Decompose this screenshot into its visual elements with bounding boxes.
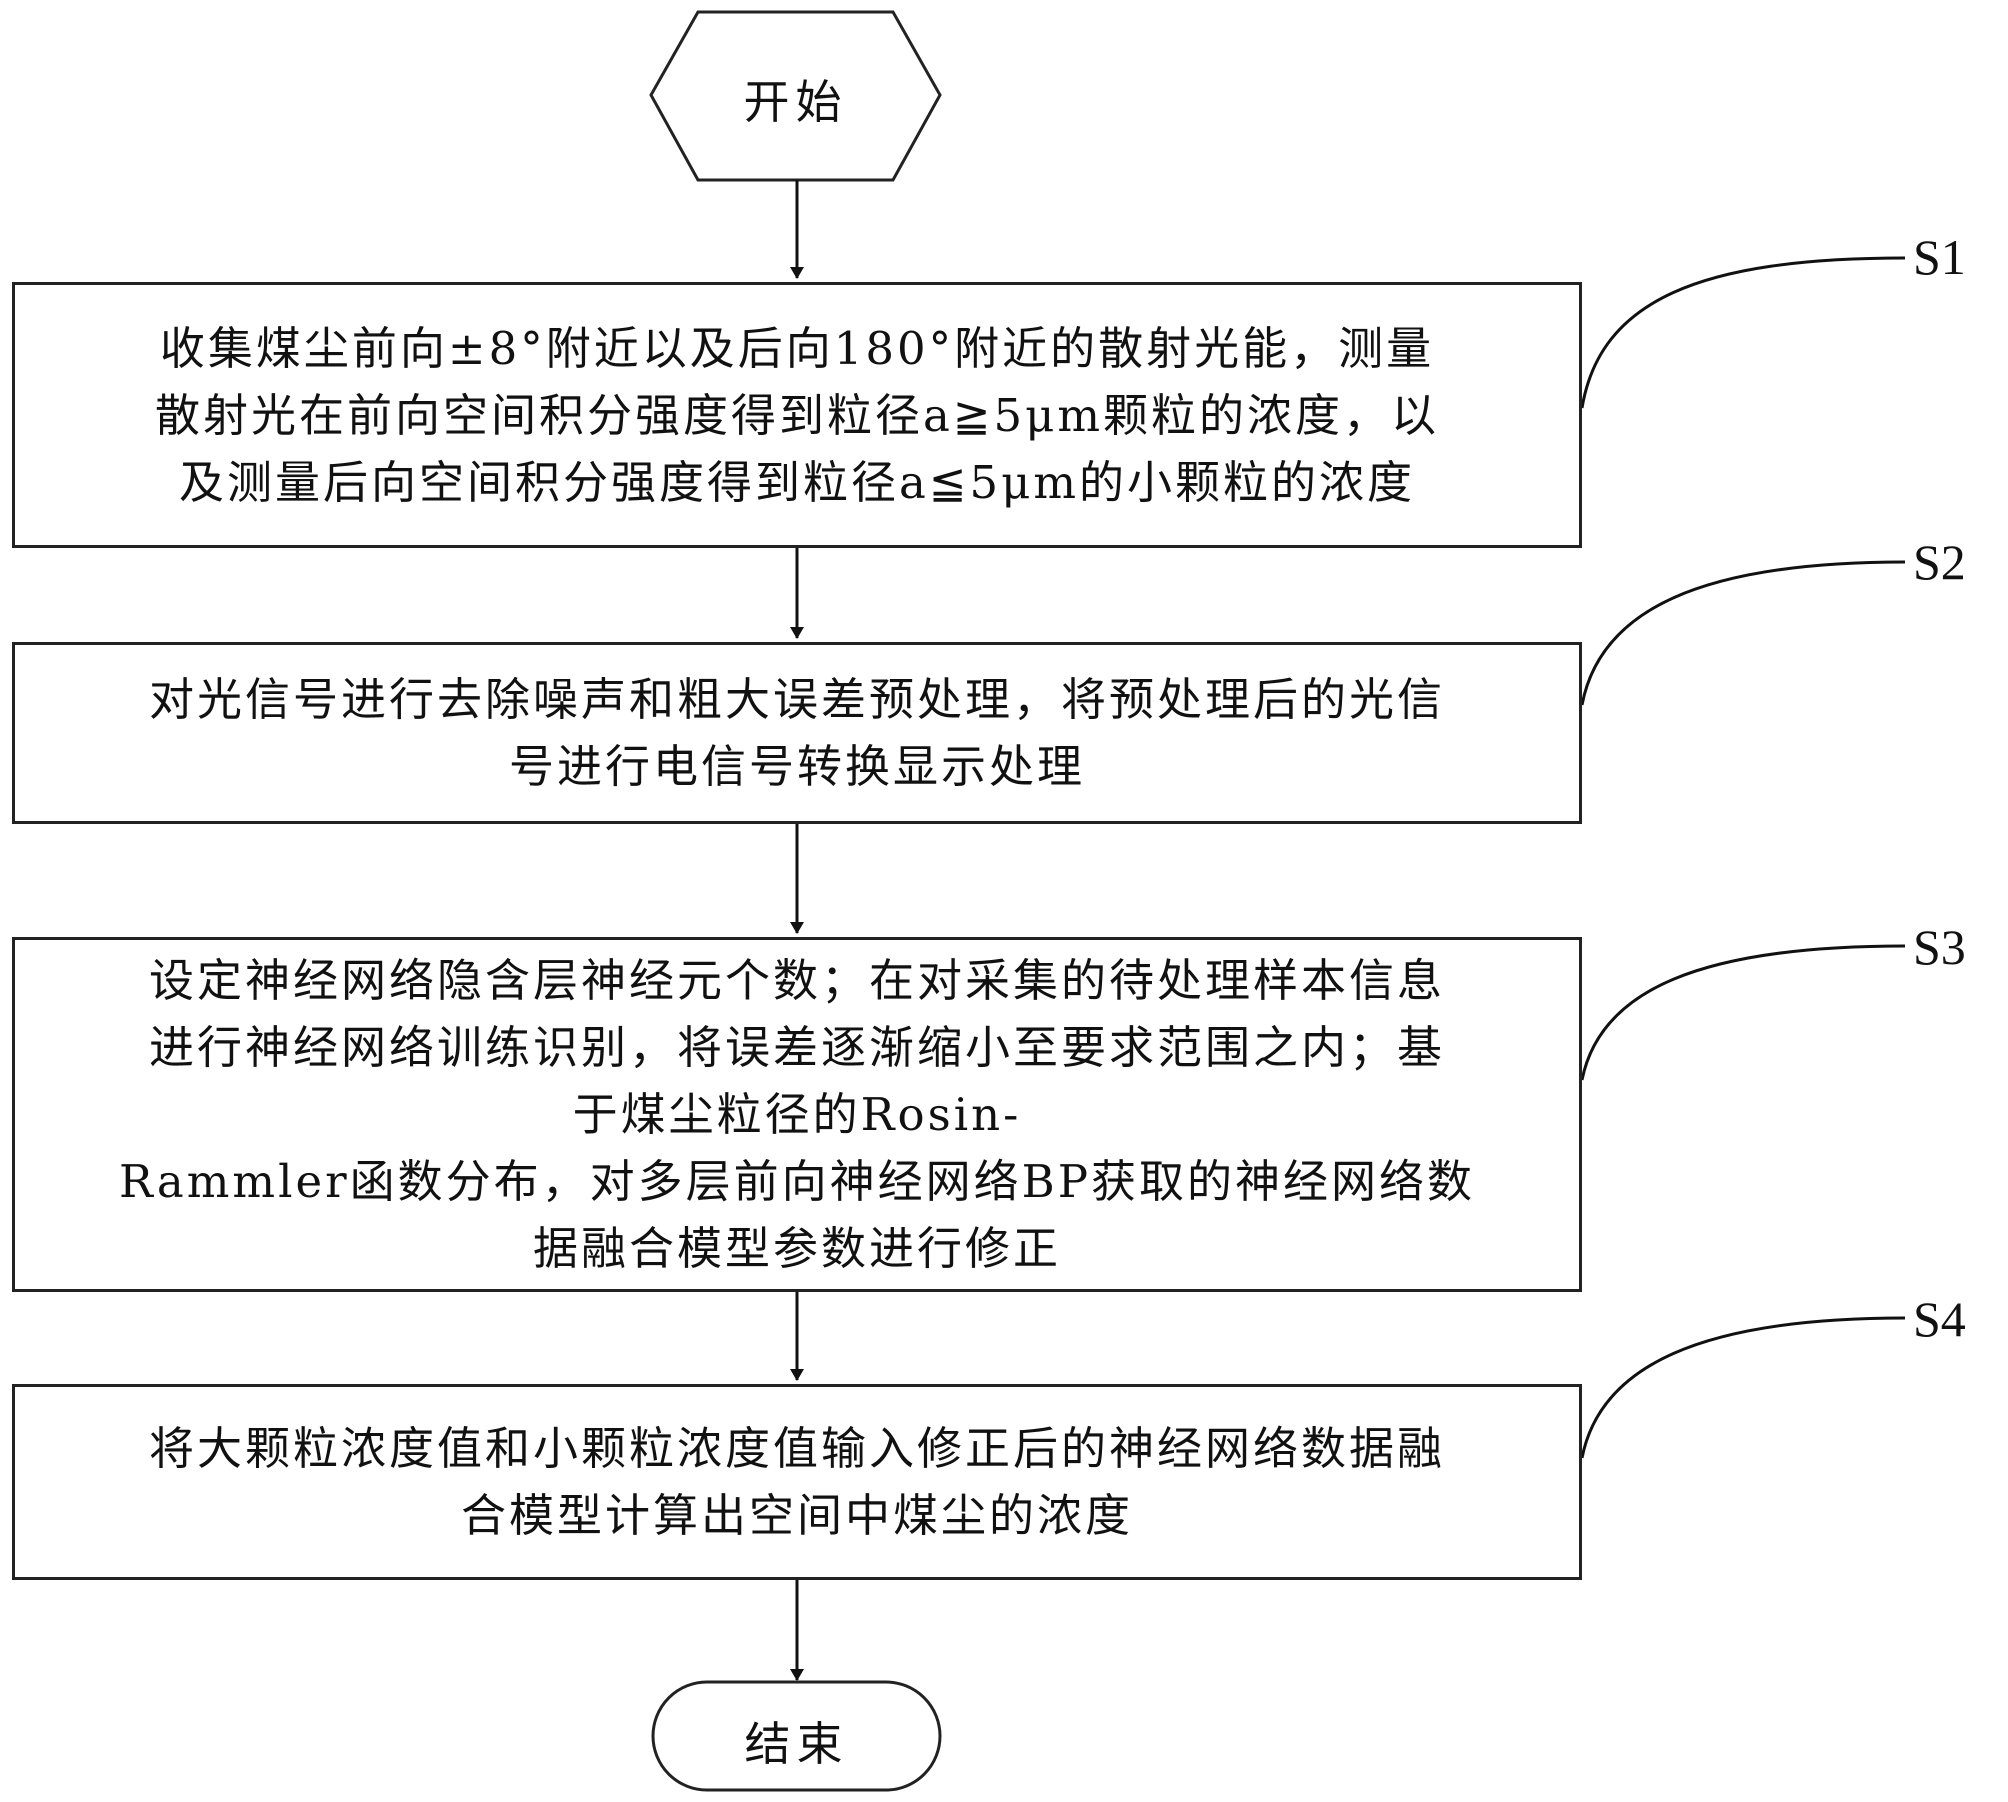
step-s4-line-2: 合模型计算出空间中煤尘的浓度: [461, 1482, 1133, 1549]
step-s3-line-5: 据融合模型参数进行修正: [533, 1215, 1061, 1282]
leader-curve-s1: [1582, 258, 1905, 408]
step-s2-line-2: 号进行电信号转换显示处理: [509, 733, 1085, 800]
step-s1-label: S1: [1913, 228, 1966, 286]
step-s3-line-1: 设定神经网络隐含层神经元个数；在对采集的待处理样本信息: [149, 947, 1445, 1014]
step-s2-label: S2: [1913, 533, 1966, 591]
step-s3-box: 设定神经网络隐含层神经元个数；在对采集的待处理样本信息 进行神经网络训练识别，将…: [12, 937, 1582, 1292]
step-s1-box: 收集煤尘前向±8°附近以及后向180°附近的散射光能，测量 散射光在前向空间积分…: [12, 282, 1582, 548]
step-s1-line-3: 及测量后向空间积分强度得到粒径a≦5μm的小颗粒的浓度: [179, 449, 1415, 516]
leader-curve-s3: [1582, 946, 1905, 1080]
step-s4-line-1: 将大颗粒浓度值和小颗粒浓度值输入修正后的神经网络数据融: [149, 1415, 1445, 1482]
leader-curve-s4: [1582, 1318, 1905, 1458]
start-label: 开始: [698, 66, 893, 132]
end-label: 结束: [653, 1708, 940, 1774]
step-s3-line-2: 进行神经网络训练识别，将误差逐渐缩小至要求范围之内；基: [149, 1014, 1445, 1081]
leader-curve-s2: [1582, 562, 1905, 705]
step-s3-line-4: Rammler函数分布，对多层前向神经网络BP获取的神经网络数: [119, 1148, 1475, 1215]
step-s2-box: 对光信号进行去除噪声和粗大误差预处理，将预处理后的光信 号进行电信号转换显示处理: [12, 642, 1582, 824]
step-s2-line-1: 对光信号进行去除噪声和粗大误差预处理，将预处理后的光信: [149, 666, 1445, 733]
step-s1-line-1: 收集煤尘前向±8°附近以及后向180°附近的散射光能，测量: [160, 315, 1434, 382]
step-s4-label: S4: [1913, 1290, 1966, 1348]
step-s3-line-3: 于煤尘粒径的Rosin-: [573, 1081, 1022, 1148]
step-s3-label: S3: [1913, 918, 1966, 976]
step-s4-box: 将大颗粒浓度值和小颗粒浓度值输入修正后的神经网络数据融 合模型计算出空间中煤尘的…: [12, 1384, 1582, 1580]
step-s1-line-2: 散射光在前向空间积分强度得到粒径a≧5μm颗粒的浓度，以: [155, 382, 1439, 449]
